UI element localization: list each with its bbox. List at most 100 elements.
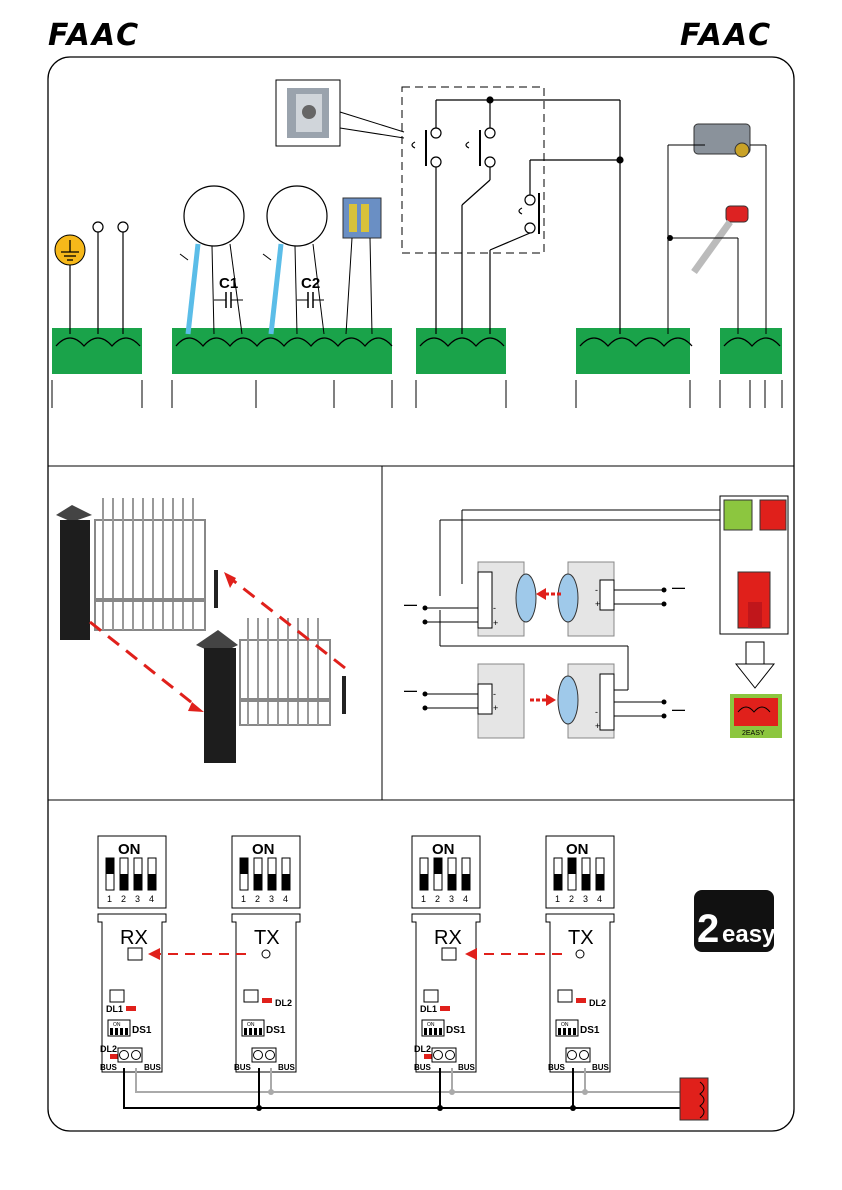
screw-icon — [132, 1051, 141, 1060]
terminal-block-lock — [720, 328, 782, 374]
rx-sensor — [128, 948, 142, 960]
screw-icon — [120, 1051, 129, 1060]
dip-lever — [148, 874, 156, 890]
led-dl2 — [576, 998, 586, 1003]
dip-number: 1 — [241, 894, 246, 904]
bus-label-left: BUS — [548, 1063, 566, 1072]
dip-number: 3 — [135, 894, 140, 904]
dip-number: 4 — [597, 894, 602, 904]
screw-icon — [254, 1051, 263, 1060]
ds1-on: ON — [427, 1022, 435, 1028]
dip-lever — [434, 858, 442, 874]
rx1-pos: + — [493, 618, 498, 628]
terminal-block-inputs — [416, 328, 506, 374]
beam-arrowhead-1 — [536, 588, 546, 600]
c1-label: C1 — [219, 275, 238, 292]
dip-lever — [554, 874, 562, 890]
dip-on-label: ON — [252, 841, 275, 858]
power-terminals — [93, 222, 128, 334]
led-dl1 — [440, 1006, 450, 1011]
led-dl2 — [262, 998, 272, 1003]
dash-2: — — [672, 580, 685, 595]
dip-number: 4 — [149, 894, 154, 904]
motor-1 — [180, 186, 244, 334]
dip-lever — [568, 858, 576, 874]
2easy-badge: 2 easy — [694, 890, 776, 952]
rx-sensor — [442, 948, 456, 960]
bus-label-left: BUS — [100, 1063, 118, 1072]
dash-1: — — [404, 597, 417, 612]
ds1-on: ON — [247, 1022, 255, 1028]
capacitor-c1: C1 — [214, 275, 243, 308]
beam-arrowhead-2 — [546, 694, 556, 706]
dip-number: 1 — [421, 894, 426, 904]
photocell-rx-1 — [478, 562, 536, 636]
keyswitch-photo — [276, 80, 404, 146]
terminal-block-motors — [172, 328, 392, 374]
bus-label-right: BUS — [278, 1063, 296, 1072]
dip-number: 3 — [583, 894, 588, 904]
ds1-label: DS1 — [580, 1025, 600, 1036]
dip-lever — [240, 858, 248, 874]
badge-word: easy — [722, 921, 776, 948]
screw-icon — [580, 1051, 589, 1060]
ds1-on: ON — [113, 1022, 121, 1028]
led-housing — [244, 990, 258, 1002]
led-housing — [110, 990, 124, 1002]
dip-lever — [420, 874, 428, 890]
dip-switch-2: ON1234 — [232, 836, 300, 908]
dip-on-label: ON — [566, 841, 589, 858]
2easy-connector: 2EASY — [730, 694, 782, 738]
dl2-label: DL2 — [275, 998, 292, 1008]
dip-on-label: ON — [432, 841, 455, 858]
dip-lever — [268, 874, 276, 890]
terminal-ticks — [52, 380, 782, 408]
photocell-tx-1 — [558, 562, 614, 636]
dl2-label: DL2 — [100, 1044, 117, 1054]
dl2-label: DL2 — [414, 1044, 431, 1054]
dl2-label: DL2 — [589, 998, 606, 1008]
transformer-icon — [343, 198, 381, 334]
dip-number: 1 — [107, 894, 112, 904]
screw-icon — [568, 1051, 577, 1060]
control-board-connectors — [720, 496, 788, 634]
module-type: TX — [254, 927, 280, 949]
bus-lines — [124, 1068, 680, 1111]
module-type: RX — [120, 927, 148, 949]
tx1-pos: + — [595, 599, 600, 609]
dip-on-label: ON — [118, 841, 141, 858]
dip-number: 4 — [283, 894, 288, 904]
led-dl1 — [126, 1006, 136, 1011]
dip-number: 3 — [449, 894, 454, 904]
dash-4: — — [672, 702, 685, 717]
terminal-block-power — [52, 328, 142, 374]
dash-3: — — [404, 683, 417, 698]
dip-number: 2 — [255, 894, 260, 904]
electric-lock-icon — [668, 124, 766, 334]
connector-arrow-icon — [736, 642, 774, 688]
dip-lever — [254, 874, 262, 890]
dip-lever — [120, 874, 128, 890]
bus-label-left: BUS — [414, 1063, 432, 1072]
dl1-label: DL1 — [106, 1004, 123, 1014]
dip-lever — [462, 874, 470, 890]
push-buttons — [412, 97, 623, 334]
tx2-pos: + — [595, 721, 600, 731]
screw-icon — [446, 1051, 455, 1060]
bus-label-left: BUS — [234, 1063, 252, 1072]
bus-label-right: BUS — [144, 1063, 162, 1072]
tx2-neg: - — [595, 707, 598, 717]
tx1-neg: - — [595, 585, 598, 595]
supply-dashes: — — — — — [404, 580, 685, 717]
dip-number: 2 — [121, 894, 126, 904]
button-panel-box — [402, 87, 544, 253]
module-type: RX — [434, 927, 462, 949]
ds1-label: DS1 — [132, 1025, 152, 1036]
rx1-neg: - — [493, 603, 496, 613]
motor-2 — [263, 186, 327, 334]
photocell-tx-2 — [558, 664, 614, 738]
dip-number: 1 — [555, 894, 560, 904]
